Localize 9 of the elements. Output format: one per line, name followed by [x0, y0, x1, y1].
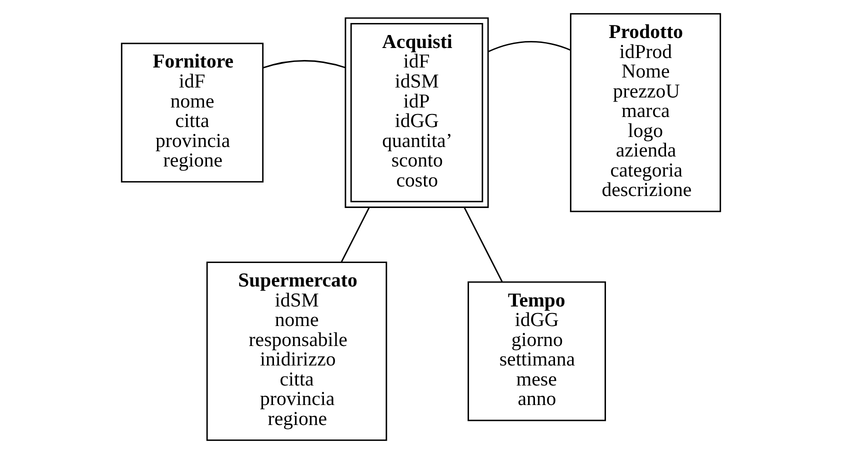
- node-box: Prodotto idProd Nome prezzoU marca logo azienda categoria descrizione: [569, 13, 721, 212]
- node-box: Acquisti idF idSM idP idGG quantita’ sconto costo: [344, 17, 488, 208]
- node-box: Fornitore idF nome citta provincia regione: [120, 42, 264, 183]
- connector: [340, 206, 370, 262]
- connector: [262, 60, 346, 68]
- node-box: Supermercato idSM nome responsabile inidirizzo citta provincia regione: [206, 262, 387, 441]
- connector: [487, 41, 570, 52]
- node-box: Tempo idGG giorno settimana mese anno: [467, 281, 606, 422]
- connector: [463, 206, 502, 282]
